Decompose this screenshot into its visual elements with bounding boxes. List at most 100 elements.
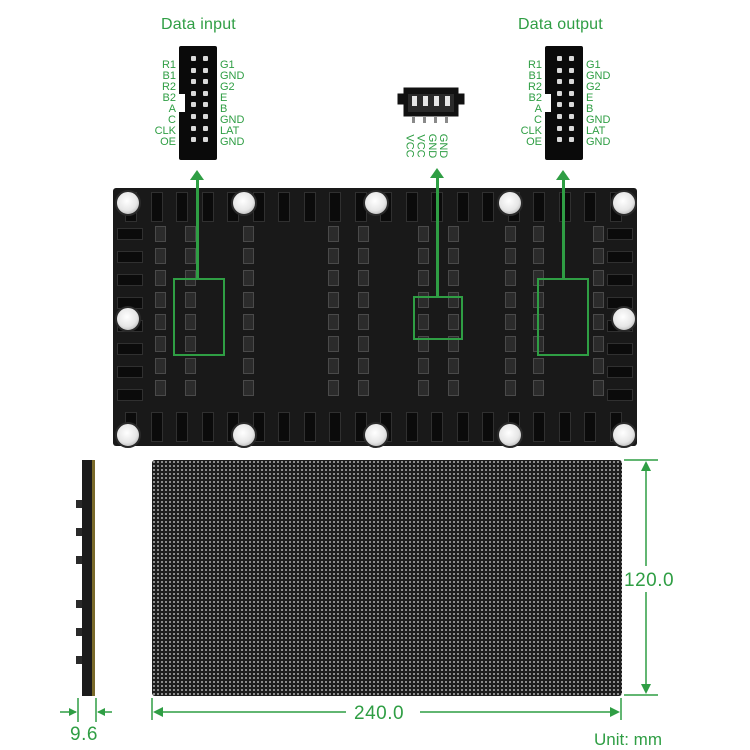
pin-label: B1 <box>528 70 542 82</box>
header-pin <box>557 56 562 61</box>
driver-chip <box>448 336 459 352</box>
driver-chip <box>243 226 254 242</box>
header-pin <box>203 56 208 61</box>
driver-chip <box>505 358 516 374</box>
driver-chip <box>243 380 254 396</box>
header-pin <box>203 79 208 85</box>
driver-chip <box>358 314 369 330</box>
header-pin <box>191 102 196 108</box>
driver-chip <box>448 314 459 330</box>
driver-chip <box>243 358 254 374</box>
board-rib <box>482 412 494 442</box>
header-pin <box>191 67 196 73</box>
driver-chip <box>155 226 166 242</box>
header-key-notch <box>545 94 551 112</box>
driver-chip <box>358 380 369 396</box>
header-pin <box>569 125 574 131</box>
board-rib <box>117 251 143 263</box>
board-rib <box>117 389 143 401</box>
header-pin <box>203 137 208 143</box>
driver-chip <box>243 270 254 286</box>
header-pin <box>203 90 208 96</box>
pin-label: A <box>534 103 542 115</box>
mounting-hole <box>497 190 523 216</box>
input-port-highlight <box>173 278 225 356</box>
driver-chip <box>593 226 604 242</box>
driver-chip <box>155 248 166 264</box>
driver-chip <box>243 248 254 264</box>
input-left-pin-labels: R1 B1 R2 B2 A C CLK OE <box>130 60 176 148</box>
driver-chip <box>243 336 254 352</box>
board-rib <box>607 366 633 378</box>
output-right-pin-labels: G1 GND G2 E B GND LAT GND <box>586 60 636 148</box>
led-panel-front <box>152 460 622 696</box>
power-arrow-line <box>436 178 439 298</box>
driver-chip <box>593 336 604 352</box>
driver-chip <box>185 292 196 308</box>
driver-chip <box>448 248 459 264</box>
pin-label: B1 <box>162 70 176 82</box>
board-rib <box>607 343 633 355</box>
pin-label: GND <box>220 114 245 126</box>
header-pin <box>203 67 208 73</box>
driver-chip <box>505 292 516 308</box>
board-rib <box>405 192 418 222</box>
input-right-pin-labels: G1 GND G2 E B GND LAT GND <box>220 60 270 148</box>
board-rib <box>607 389 633 401</box>
driver-chip <box>358 292 369 308</box>
pin-label: CLK <box>154 125 176 137</box>
board-rib <box>584 412 596 442</box>
power-connector-body <box>397 87 465 123</box>
driver-chip <box>328 270 339 286</box>
mounting-hole <box>363 190 389 216</box>
pin-label: GND <box>586 70 611 82</box>
pin-label: OE <box>160 136 176 148</box>
driver-chip <box>448 226 459 242</box>
driver-chip <box>505 270 516 286</box>
mounting-hole <box>497 422 523 448</box>
pin-label: LAT <box>586 125 606 137</box>
driver-chip <box>328 380 339 396</box>
mounting-hole <box>115 306 141 332</box>
board-rib <box>150 192 163 222</box>
header-pin <box>569 56 574 61</box>
header-pin <box>569 137 574 143</box>
mounting-hole <box>611 306 637 332</box>
board-rib <box>176 412 188 442</box>
header-pin <box>569 79 574 85</box>
pin-label: G1 <box>220 59 235 71</box>
board-rib <box>150 412 163 442</box>
power-connector-graphic <box>397 87 465 123</box>
depth-dimension-label: 9.6 <box>70 724 98 745</box>
driver-chip <box>418 380 429 396</box>
board-rib <box>329 412 341 442</box>
driver-chip <box>533 248 544 264</box>
header-pin <box>191 79 196 85</box>
board-rib <box>117 343 143 355</box>
driver-chip <box>448 358 459 374</box>
driver-chip <box>418 314 429 330</box>
board-rib <box>558 412 571 442</box>
pin-label: G1 <box>586 59 601 71</box>
pin-label: G2 <box>586 81 601 93</box>
board-rib <box>533 192 545 222</box>
mounting-hole <box>363 422 389 448</box>
driver-chip <box>505 248 516 264</box>
pin-label: R2 <box>527 81 542 93</box>
pin-label: A <box>168 103 176 115</box>
mounting-hole <box>231 422 257 448</box>
output-arrow-head <box>556 170 570 180</box>
header-pin <box>203 125 208 131</box>
driver-chip <box>593 314 604 330</box>
pin-label: GND <box>220 70 245 82</box>
pin-label: B2 <box>528 92 542 104</box>
driver-chip <box>448 292 459 308</box>
driver-chip <box>185 248 196 264</box>
header-pin <box>569 102 574 108</box>
pin-label: GND <box>586 114 611 126</box>
driver-chip <box>418 248 429 264</box>
pin-label: C <box>534 114 542 126</box>
input-arrow-line <box>196 180 199 280</box>
mounting-hole <box>611 190 637 216</box>
